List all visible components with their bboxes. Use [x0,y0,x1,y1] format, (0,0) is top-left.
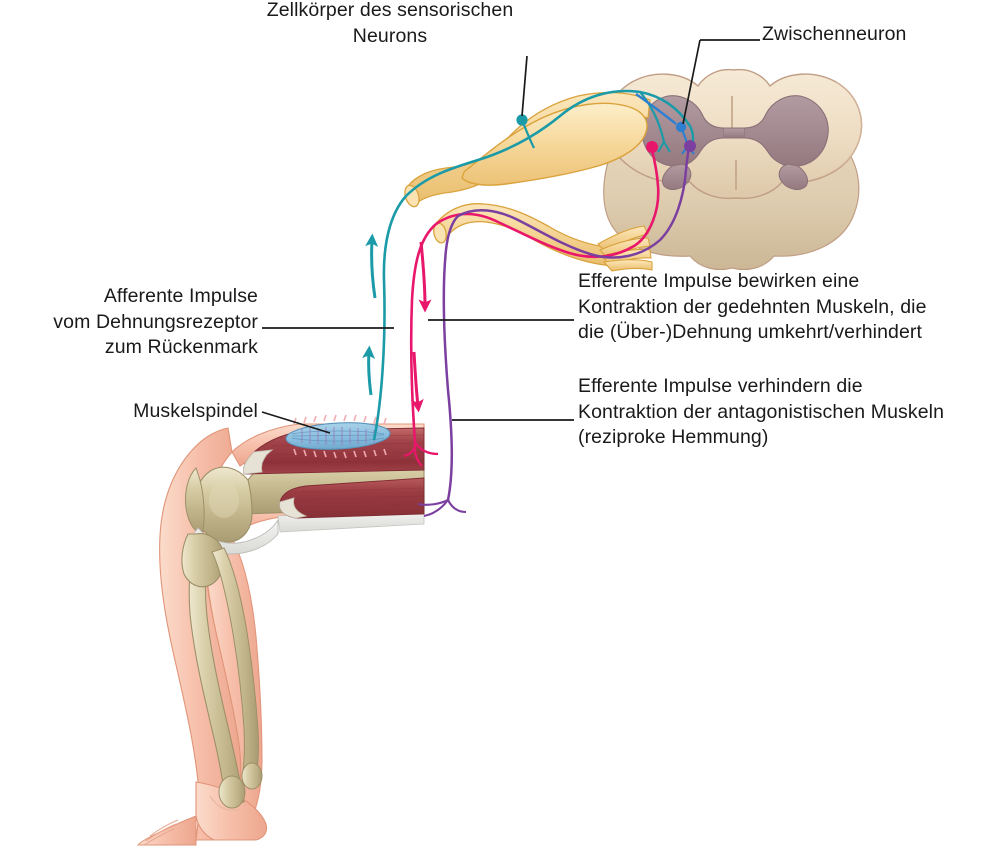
label-muscle-spindle: Muskelspindel [133,400,258,422]
leader-spindle [261,411,331,434]
label-efferent-contraction: Efferente Impulse bewirken eine Kontrakt… [578,270,927,343]
leader-interneuron-d [682,39,701,125]
efferent-arrow-lower [410,351,424,413]
motor-neuron-soma [646,141,658,153]
label-afferent-impulses: Afferente Impulse vom Dehnungsrezeptor z… [53,285,258,358]
label-sensory-cell-body: Zellkörper des sensorischen Neurons [266,0,514,47]
direction-arrows [362,233,432,413]
afferent-sensory-pathway [372,89,695,441]
antagonist-motor-pathway [417,140,696,518]
antagonist-motor-soma [684,140,696,152]
efferent-arrow-upper [418,241,432,313]
leader-sensory-soma [521,55,528,117]
label-interneuron: Zwischenneuron [762,23,907,45]
patella [185,467,205,535]
afferent-arrow-upper [365,233,379,299]
ganglion-body [461,102,648,186]
leader-lines [261,39,760,434]
grey-matter-right [743,95,829,167]
muscle-spindle [285,414,391,459]
afferent-arrow-lower [362,345,376,396]
label-efferent-inhibition: Efferente Impulse verhindern die Kontrak… [578,375,945,448]
